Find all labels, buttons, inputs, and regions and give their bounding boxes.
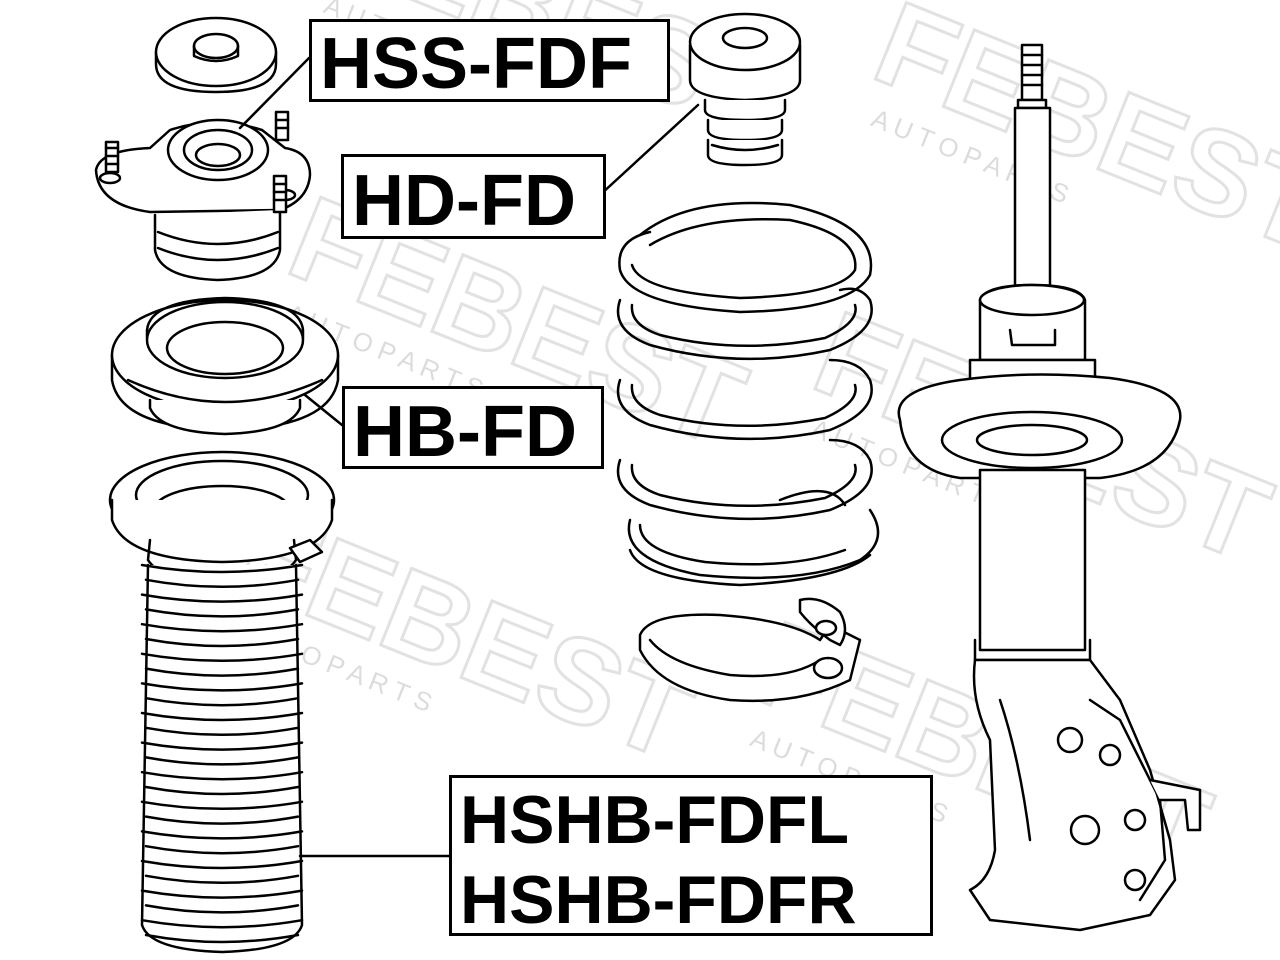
boot-rib [140, 741, 304, 751]
boot-rib [144, 667, 300, 677]
shock-absorber-drawing [897, 43, 1202, 932]
boot-rib [140, 800, 304, 811]
boot-rib [140, 622, 304, 633]
boot-rib [144, 785, 300, 796]
boot-rib [140, 889, 304, 899]
part-number-text-right: HSHB-FDFR [460, 862, 857, 938]
part-number-text: HD-FD [352, 161, 576, 241]
boot-rib [144, 844, 300, 855]
bump-stop-drawing [688, 12, 802, 167]
strut-washer-drawing [154, 16, 278, 94]
part-label-bearing[interactable]: HB-FD [342, 386, 604, 469]
part-number-text: HSS-FDF [320, 24, 632, 104]
part-label-bump-stop[interactable]: HD-FD [341, 154, 606, 239]
strut-bearing-drawing [110, 296, 340, 436]
coil-spring-drawing [616, 201, 880, 587]
spring-seat-drawing [638, 597, 862, 703]
boot-rib [144, 578, 300, 589]
dust-boot-drawing [108, 450, 336, 954]
boot-rib [144, 933, 300, 944]
boot-rib [140, 593, 304, 603]
boot-rib [140, 682, 304, 692]
boot-rib [140, 830, 304, 840]
strut-mount-drawing [94, 110, 312, 282]
boot-rib [144, 637, 300, 648]
boot-rib [144, 904, 300, 914]
boot-rib [144, 726, 300, 737]
boot-rib [140, 652, 304, 663]
boot-rib [140, 918, 304, 929]
leader-lines [238, 56, 700, 858]
boot-rib [144, 696, 300, 707]
boot-rib [140, 711, 304, 722]
part-number-text: HB-FD [353, 392, 577, 472]
part-label-dust-boot[interactable]: HSHB-FDFL HSHB-FDFR [449, 775, 933, 936]
boot-rib [140, 770, 304, 781]
boot-rib [144, 608, 300, 618]
boot-rib [140, 563, 304, 574]
part-number-text-left: HSHB-FDFL [460, 782, 850, 858]
boot-rib [144, 815, 300, 825]
boot-rib [140, 859, 304, 870]
boot-rib [144, 874, 300, 885]
boot-rib [144, 756, 300, 766]
part-label-strut-support[interactable]: HSS-FDF [309, 19, 670, 102]
